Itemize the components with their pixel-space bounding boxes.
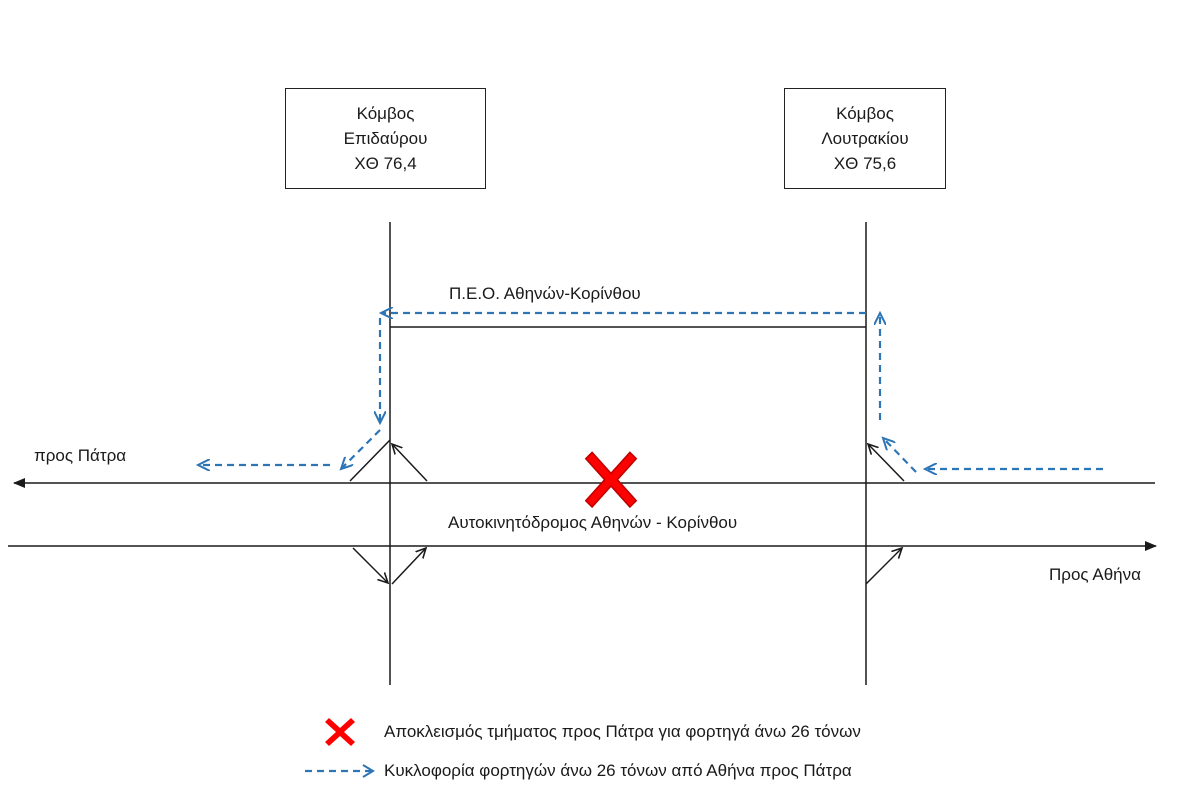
ramp-epidavros-entry-east (391, 548, 426, 585)
node-title: Κόμβος (836, 104, 894, 123)
node-name: Λουτρακίου (821, 129, 909, 148)
node-title: Κόμβος (356, 104, 415, 123)
to-athens-label: Προς Αθήνα (1049, 565, 1141, 584)
node-box-epidavros: Κόμβος Επιδαύρου ΧΘ 76,4 (285, 88, 486, 189)
node-chainage: ΧΘ 76,4 (354, 154, 417, 173)
legend-closure: Αποκλεισμός τμήματος προς Πάτρα για φορτ… (300, 718, 861, 746)
to-patra-label: προς Πάτρα (34, 446, 127, 465)
detour-legend-icon (300, 757, 380, 785)
node-name: Επιδαύρου (343, 129, 428, 148)
node-chainage: ΧΘ 75,6 (833, 154, 897, 173)
detour-exit-ramp-segment (883, 438, 917, 473)
ramp-epidavros-entry-north (392, 444, 428, 482)
ramp-loutraki-exit-north (868, 444, 905, 482)
detour-legend-text: Κυκλοφορία φορτηγών άνω 26 τόνων από Αθή… (384, 761, 852, 780)
ramp-epidavros-exit-west (349, 439, 391, 482)
closure-legend-text: Αποκλεισμός τμήματος προς Πάτρα για φορτ… (384, 722, 861, 741)
motorway-label: Αυτοκινητόδρομος Αθηνών - Κορίνθου (448, 513, 738, 532)
node-box-loutraki: Κόμβος Λουτρακίου ΧΘ 75,6 (784, 88, 946, 189)
detour-route (198, 313, 1103, 472)
ramp-epidavros-exit-south (352, 547, 388, 583)
old-road-label: Π.Ε.Ο. Αθηνών-Κορίνθου (449, 284, 641, 303)
closure-legend-icon (300, 718, 380, 746)
detour-entry-ramp-segment (341, 429, 381, 469)
ramp-loutraki-entry-east (865, 548, 902, 585)
legend-detour: Κυκλοφορία φορτηγών άνω 26 τόνων από Αθή… (300, 757, 852, 785)
closure-icon (584, 451, 638, 509)
